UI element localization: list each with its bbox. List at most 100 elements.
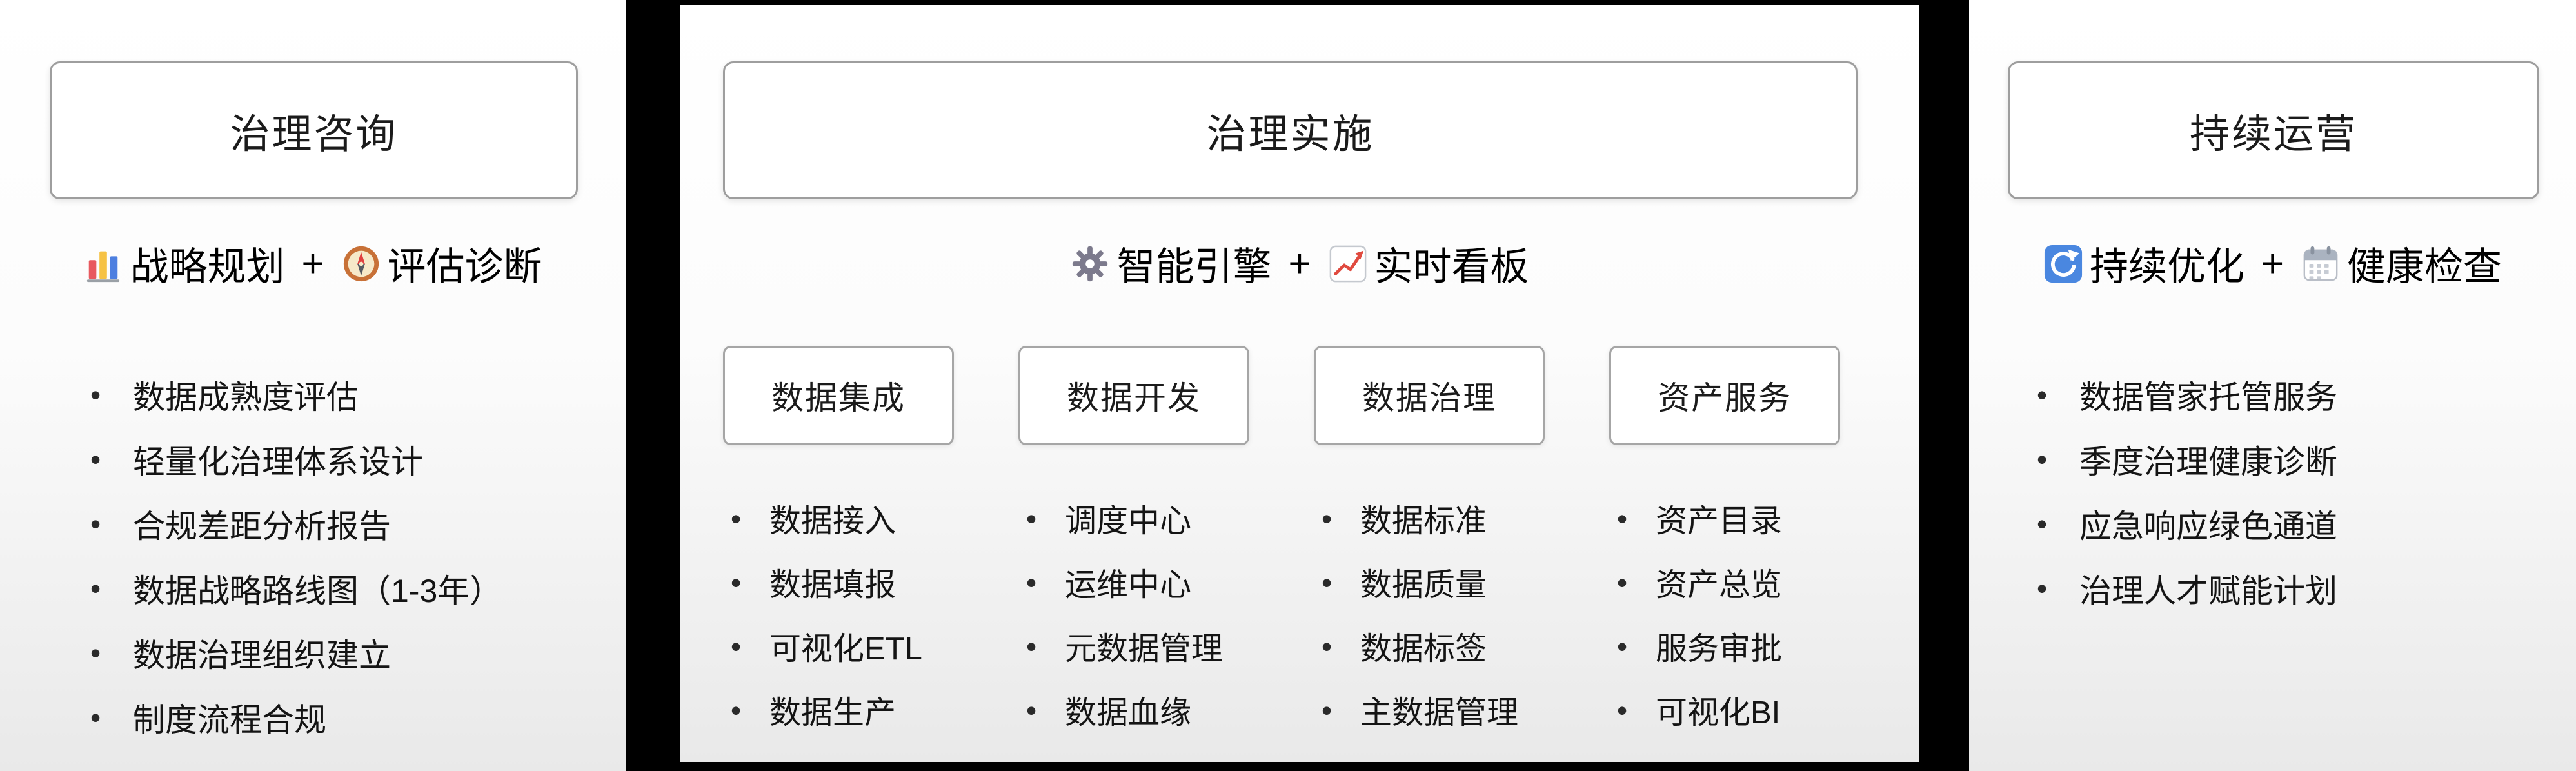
list-item-text: 可视化ETL: [769, 632, 922, 666]
list-item: •数据生产: [731, 678, 954, 742]
list-item: • 应急响应绿色通道: [2037, 492, 2576, 556]
list-item: •数据治理组织建立: [90, 621, 626, 685]
bullet-marker: •: [1322, 501, 1333, 536]
column-data-integration: 数据集成 •数据接入 • 数据填报 • 可视化ETL •数据生产: [723, 346, 954, 742]
list-item-text: 治理人才赋能计划: [2079, 573, 2337, 609]
bullet-marker: •: [1026, 501, 1037, 536]
implementation-subtitle-text2: 实时看板: [1374, 245, 1529, 288]
operations-title: 持续运营: [2189, 112, 2357, 157]
list-item: •元数据管理: [1026, 614, 1249, 678]
plus-sign: +: [301, 242, 324, 285]
list-item: • 可视化BI: [1617, 678, 1840, 742]
list-item: •季度治理健康诊断: [2037, 427, 2576, 492]
list-item: • 运维中心: [1026, 550, 1249, 614]
implementation-columns: 数据集成 •数据接入 •数据填报 •可视化ETL •数据生产 数据开发 •调度中…: [723, 346, 1919, 742]
operations-list: •数据管家托管服务 •季度治理健康诊断 •应急响应绿色通道 •治理人才赋能计划: [1969, 363, 2576, 621]
list-item: •主数据管理: [1322, 678, 1545, 742]
operations-subtitle-text1: 持续优化: [2089, 245, 2244, 288]
implementation-title: 治理实施: [1206, 112, 1374, 157]
bullet-marker: •: [2037, 443, 2048, 476]
chart-increasing-icon: [1328, 244, 1368, 284]
implementation-subtitle: 智能引擎 + 实时看板: [680, 235, 1919, 292]
list-item-text: 资产目录: [1656, 504, 1783, 539]
list-item: •数据接入: [731, 486, 954, 550]
list-item: • 可视化ETL: [731, 614, 954, 678]
implementation-title-box: 治理实施: [723, 61, 1858, 199]
gear-icon: [1070, 244, 1110, 284]
column-list: •数据接入 • 数据填报 • 可视化ETL •数据生产: [723, 486, 954, 742]
plus-sign: +: [2261, 242, 2284, 285]
list-item-text: 数据成熟度评估: [133, 379, 359, 416]
list-item-text: 资产总览: [1656, 568, 1783, 603]
list-item-text: 可视化BI: [1656, 696, 1781, 730]
column-header: 数据治理: [1362, 380, 1496, 416]
list-item: •服务审批: [1617, 614, 1840, 678]
bullet-marker: •: [90, 507, 101, 541]
list-item: •数据战略路线图（1-3年）: [90, 556, 626, 621]
bullet-marker: •: [1026, 693, 1037, 727]
operations-subtitle-text2: 健康检查: [2347, 245, 2502, 288]
list-item: • 资产目录: [1617, 486, 1840, 550]
bullet-marker: •: [2037, 507, 2048, 541]
list-item-text: 数据质量: [1360, 568, 1487, 603]
bullet-marker: •: [1617, 693, 1628, 727]
panel-implementation: 治理实施: [680, 5, 1919, 762]
consulting-subtitle-text2: 评估诊断: [387, 245, 542, 288]
consulting-subtitle: 战略规划 + 评估诊断: [0, 235, 626, 292]
consulting-title-box: 治理咨询: [50, 61, 578, 199]
bullet-marker: •: [1322, 629, 1333, 663]
list-item-text: 数据治理组织建立: [133, 637, 391, 674]
bullet-marker: •: [1617, 565, 1628, 599]
list-item-text: 数据战略路线图（1-3年）: [133, 573, 502, 609]
column-header-box: 数据集成: [723, 346, 954, 445]
consulting-list: •数据成熟度评估 •轻量化治理体系设计 •合规差距分析报告 •数据战略路线图（1…: [0, 363, 626, 750]
list-item: • 数据质量: [1322, 550, 1545, 614]
list-item: •数据血缘: [1026, 678, 1249, 742]
column-data-governance: 数据治理 • 数据标准 • 数据质量 • 数据标签 •主数据管理: [1314, 346, 1545, 742]
bullet-marker: •: [1026, 565, 1037, 599]
list-item: • 合规差距分析报告: [90, 492, 626, 556]
list-item-text: 元数据管理: [1065, 632, 1224, 666]
bullet-marker: •: [90, 443, 101, 476]
list-item-text: 数据接入: [769, 504, 897, 539]
list-item: • 数据成熟度评估: [90, 363, 626, 427]
plus-sign: +: [1288, 242, 1311, 285]
column-list: • 数据标准 • 数据质量 • 数据标签 •主数据管理: [1314, 486, 1545, 742]
list-item-text: 数据标签: [1360, 632, 1487, 666]
bullet-marker: •: [1617, 629, 1628, 663]
list-item-text: 运维中心: [1065, 568, 1192, 603]
list-item: •制度流程合规: [90, 685, 626, 750]
column-asset-services: 资产服务 • 资产目录 • 资产总览 •服务审批 • 可视化BI: [1609, 346, 1840, 742]
panel-operations: 持续运营 持续优化 +: [1969, 0, 2576, 771]
list-item-text: 数据标准: [1360, 504, 1487, 539]
column-list: • 资产目录 • 资产总览 •服务审批 • 可视化BI: [1609, 486, 1840, 742]
list-item: • 调度中心: [1026, 486, 1249, 550]
list-item-text: 调度中心: [1065, 504, 1192, 539]
list-item: • 数据标签: [1322, 614, 1545, 678]
list-item: •轻量化治理体系设计: [90, 427, 626, 492]
column-header: 数据开发: [1067, 380, 1201, 416]
list-item-text: 合规差距分析报告: [133, 508, 391, 545]
list-item-text: 数据填报: [769, 568, 897, 603]
column-header-box: 数据治理: [1314, 346, 1545, 445]
bullet-marker: •: [1617, 501, 1628, 536]
column-header-box: 资产服务: [1609, 346, 1840, 445]
column-data-development: 数据开发 •调度中心 •运维中心 •元数据管理 •数据血缘: [1018, 346, 1249, 742]
bullet-marker: •: [1322, 565, 1333, 599]
list-item-text: 数据生产: [769, 696, 897, 730]
refresh-icon: [2043, 244, 2083, 284]
list-item: • 资产总览: [1617, 550, 1840, 614]
consulting-subtitle-text1: 战略规划: [130, 245, 285, 288]
bullet-marker: •: [2037, 572, 2048, 605]
panel-consulting: 治理咨询 战略规划 +: [0, 0, 626, 771]
bullet-marker: •: [90, 378, 101, 412]
list-item-text: 应急响应绿色通道: [2079, 508, 2337, 545]
panel-divider: [1919, 0, 1969, 771]
panel-divider: [626, 0, 680, 771]
calendar-icon: [2301, 244, 2341, 284]
implementation-subtitle-text1: 智能引擎: [1116, 245, 1272, 288]
list-item-text: 主数据管理: [1360, 696, 1519, 730]
bullet-marker: •: [90, 701, 101, 734]
bullet-marker: •: [731, 629, 742, 663]
